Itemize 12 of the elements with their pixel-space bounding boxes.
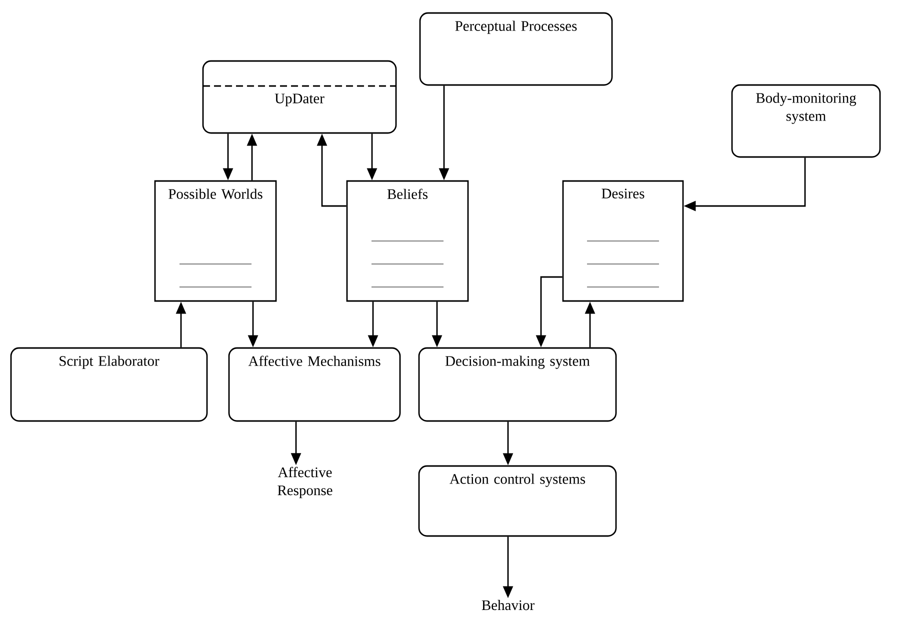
store-box: Possible Worlds [154, 180, 277, 302]
process-box: Affective Mechanisms [228, 347, 401, 422]
store-box: Desires [562, 180, 684, 302]
process-box: Body-monitoring system [731, 84, 881, 158]
output-label: Behavior [482, 600, 534, 610]
process-box: UpDater [202, 60, 397, 134]
process-box: Script Elaborator [10, 347, 208, 422]
process-box: Action control systems [418, 465, 617, 537]
process-box: Decision-making system [418, 347, 617, 422]
store-box: Beliefs [346, 180, 469, 302]
process-box: Perceptual Processes [419, 12, 613, 86]
output-label: Affective Response [278, 466, 332, 498]
